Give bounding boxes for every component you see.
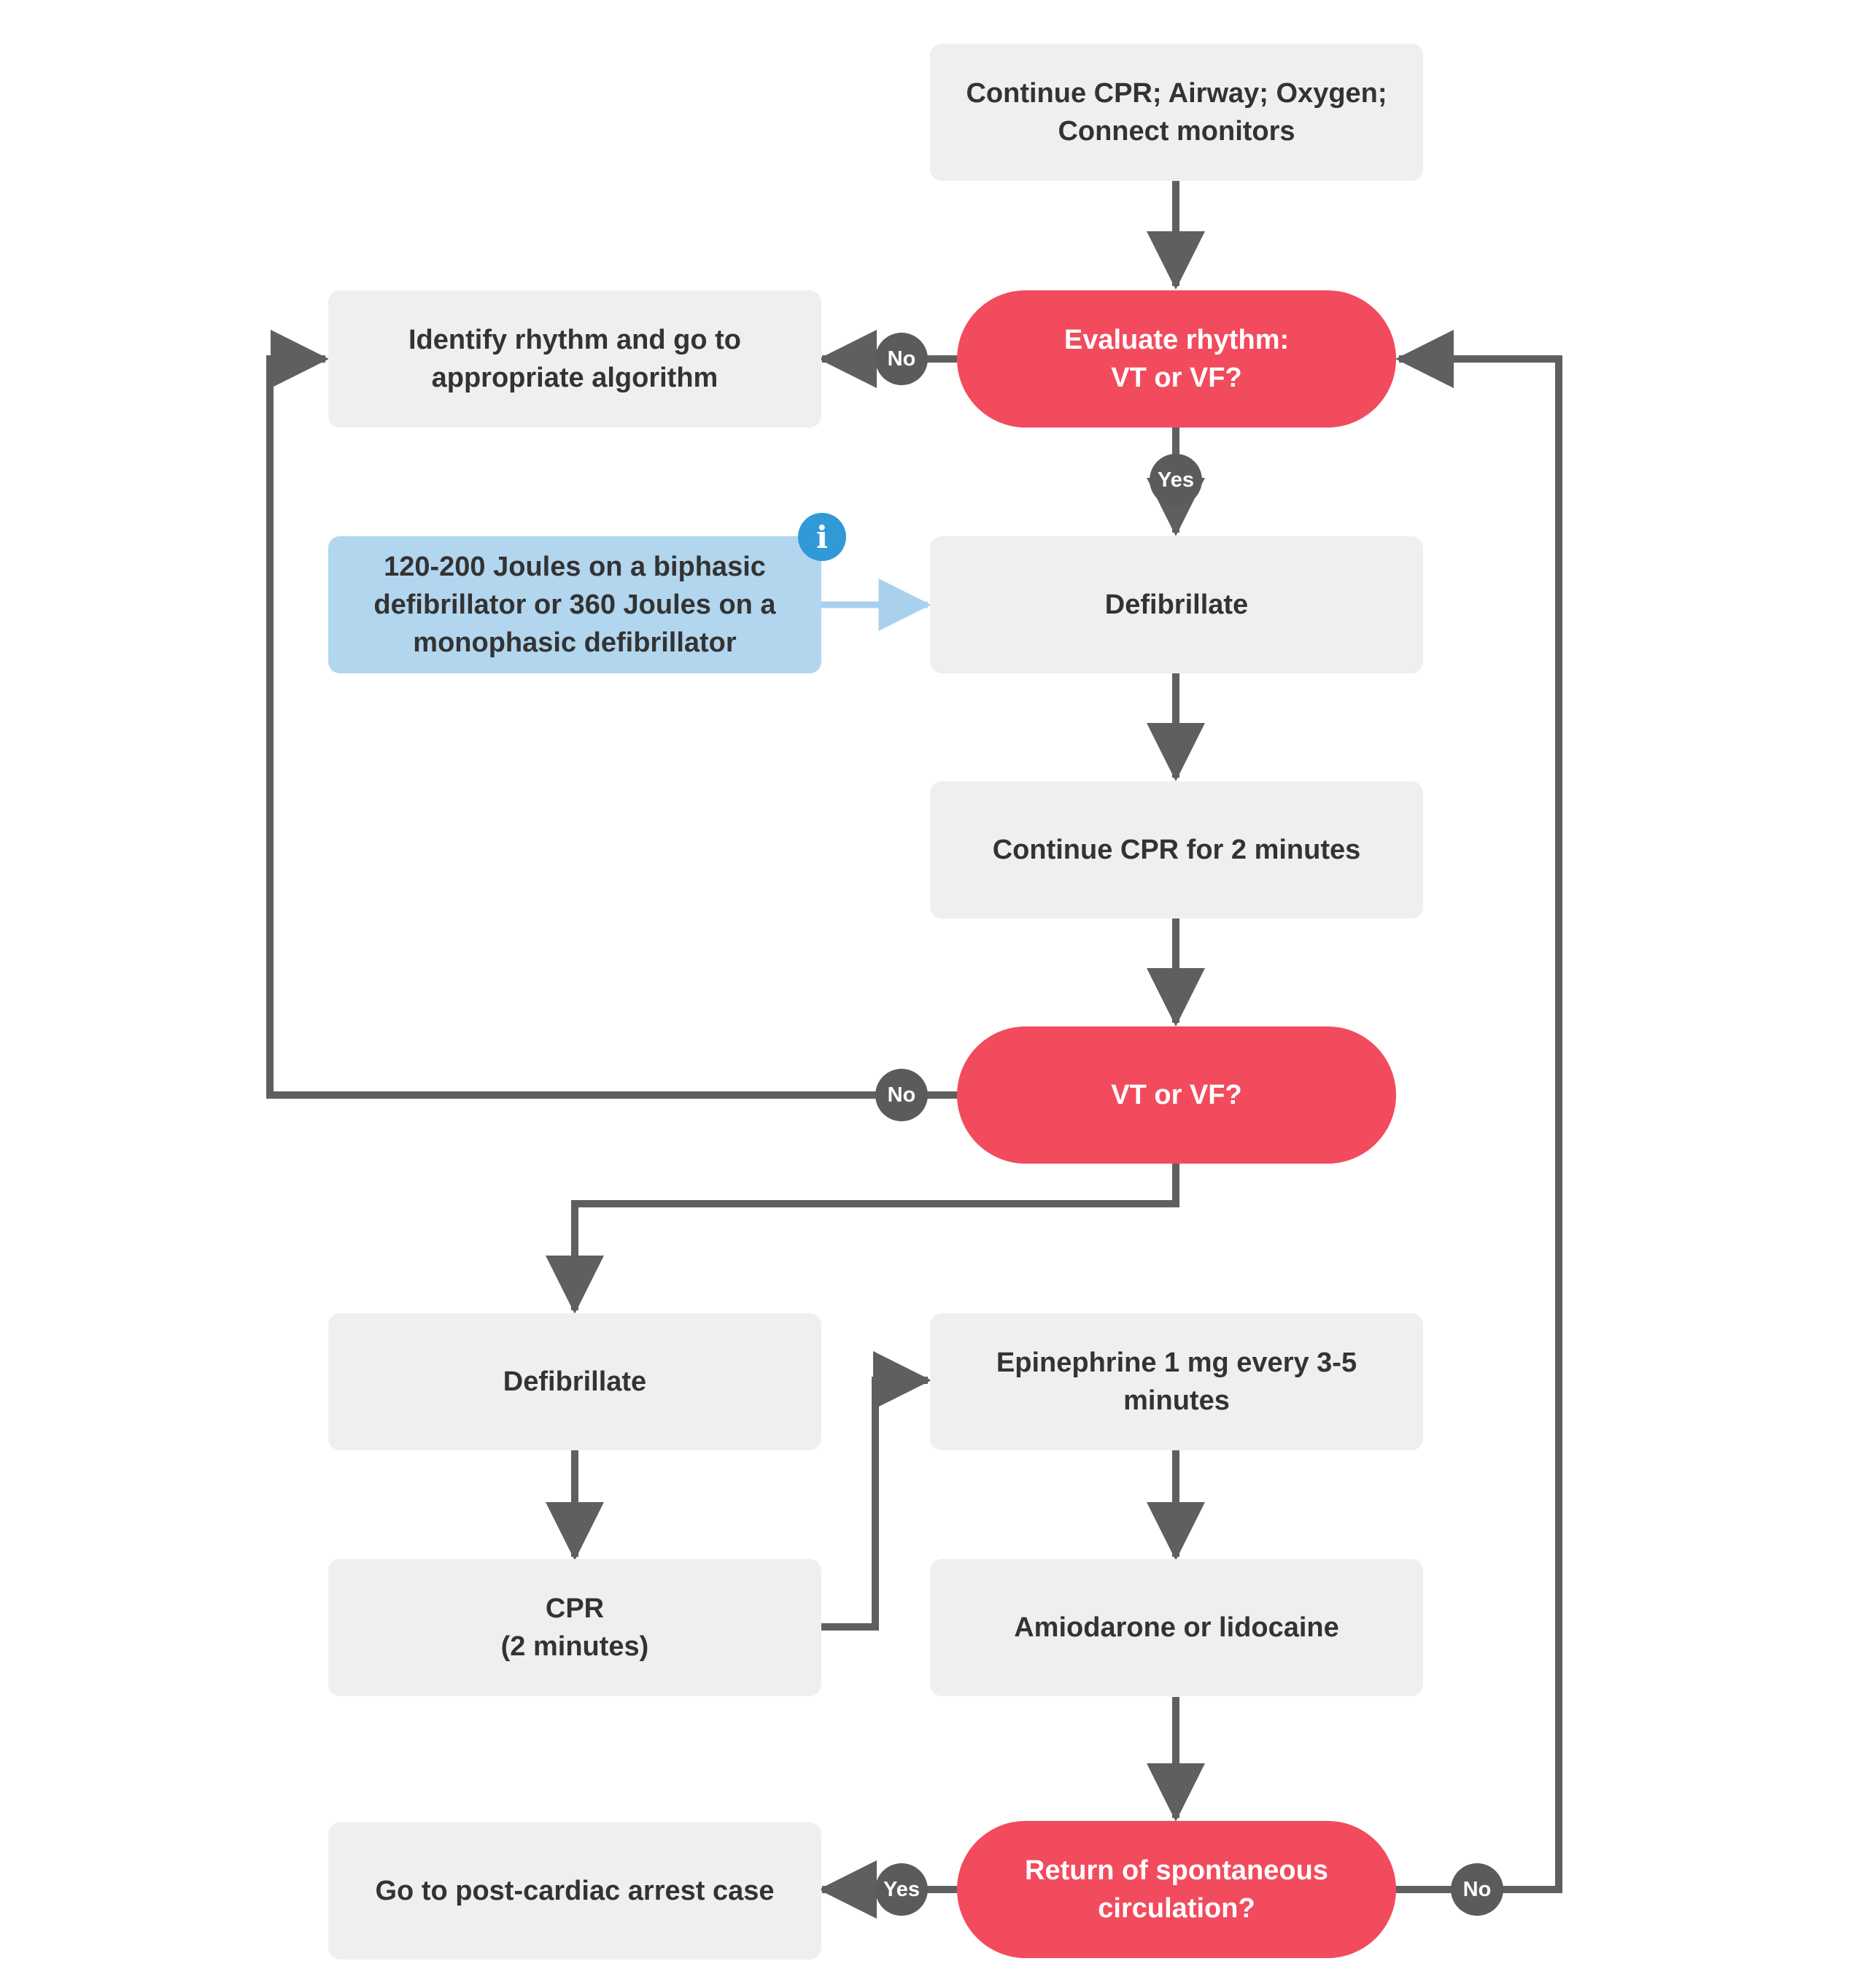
rosc-yes-badge: Yes	[875, 1863, 928, 1916]
arrow-cpr-to-epinephrine	[820, 1351, 931, 1631]
arrow-vt-vf-no-loop	[266, 330, 957, 1099]
rosc-decision: Return of spontaneous circulation?	[957, 1821, 1396, 1958]
joules-info-note: 120-200 Joules on a biphasic defibrillat…	[328, 536, 821, 673]
info-icon[interactable]: i	[798, 513, 846, 561]
defibrillate-second-node: Defibrillate	[328, 1313, 821, 1450]
rosc-no-badge: No	[1451, 1863, 1503, 1916]
evaluate-rhythm-decision: Evaluate rhythm: VT or VF?	[957, 290, 1396, 428]
cpr-two-minutes-node: CPR (2 minutes)	[328, 1559, 821, 1696]
amiodarone-node: Amiodarone or lidocaine	[930, 1559, 1423, 1696]
start-node: Continue CPR; Airway; Oxygen; Connect mo…	[930, 44, 1423, 181]
arrow-vt-vf-yes-to-defibrillate	[546, 1164, 1179, 1314]
post-cardiac-arrest-node: Go to post-cardiac arrest case	[328, 1822, 821, 1960]
vt-vf-decision: VT or VF?	[957, 1026, 1396, 1164]
epinephrine-node: Epinephrine 1 mg every 3-5 minutes	[930, 1313, 1423, 1450]
defibrillate-node: Defibrillate	[930, 536, 1423, 673]
vt-vf-no-badge: No	[875, 1069, 928, 1121]
identify-rhythm-node: Identify rhythm and go to appropriate al…	[328, 290, 821, 428]
evaluate-yes-badge: Yes	[1150, 454, 1202, 506]
continue-cpr-node: Continue CPR for 2 minutes	[930, 781, 1423, 918]
evaluate-no-badge: No	[875, 333, 928, 385]
